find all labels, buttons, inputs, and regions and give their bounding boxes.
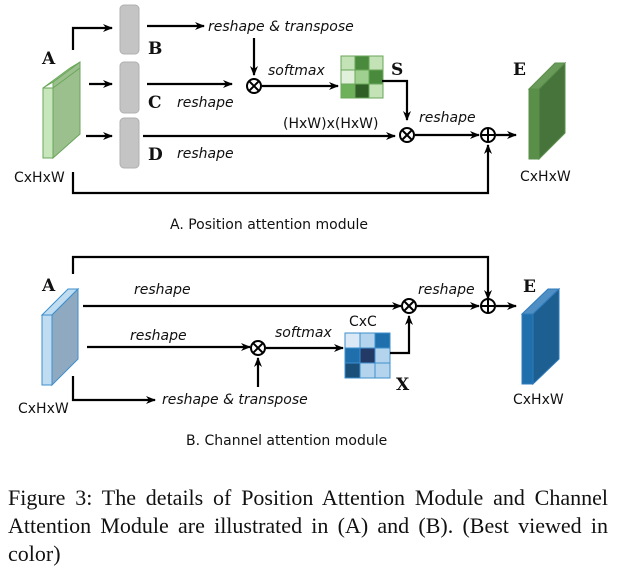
pam-skip-connection	[71, 144, 492, 195]
conv-d-bar	[119, 117, 140, 169]
pam-reshape-transpose-label: reshape & transpose	[208, 19, 354, 35]
matrix-cell	[344, 362, 361, 379]
cam-skip-connection	[71, 255, 492, 300]
pam-reshape-c-label: reshape	[177, 95, 234, 111]
matrix-cell	[340, 83, 356, 99]
pam-matrix-label: S	[391, 60, 403, 80]
cam-matrix-dims: CxC	[349, 314, 377, 330]
arrow-s-to-mult	[382, 79, 411, 121]
pam-attention-matrix	[340, 55, 384, 99]
cam-output-block	[520, 287, 561, 386]
matrix-cell	[340, 55, 356, 71]
matrix-cell	[368, 83, 384, 99]
branch-c-label: C	[148, 93, 162, 113]
cam-output-label: E	[523, 277, 536, 297]
pam-matmul-2-icon	[399, 127, 415, 143]
branch-b-label: B	[148, 39, 162, 59]
pam-reshape-out-label: reshape	[419, 110, 476, 126]
pam-add-icon	[480, 127, 496, 143]
cam-reshape-out-label: reshape	[418, 282, 475, 298]
arrow-a-to-b	[71, 24, 113, 50]
pam-input-dims: CxHxW	[14, 170, 65, 186]
matrix-cell	[359, 347, 376, 364]
pam-softmax-label: softmax	[268, 63, 325, 79]
figure-caption: Figure 3: The details of Position Attent…	[8, 485, 608, 566]
matrix-cell	[359, 332, 376, 349]
matrix-cell	[354, 83, 370, 99]
matrix-cell	[374, 347, 391, 364]
matrix-cell	[354, 55, 370, 71]
matrix-cell	[344, 347, 361, 364]
cam-reshape-top-label: reshape	[134, 282, 191, 298]
cam-matrix-label: X	[396, 375, 410, 395]
cam-matmul-2-icon	[401, 298, 417, 314]
cam-reshape-mid-label: reshape	[130, 328, 187, 344]
pam-title: A. Position attention module	[170, 217, 368, 233]
cam-attention-matrix	[344, 332, 391, 379]
cam-input-dims: CxHxW	[18, 401, 69, 417]
pam-output-dims: CxHxW	[520, 169, 571, 185]
cam-matmul-1-icon	[250, 340, 266, 356]
pam-output-block	[527, 61, 567, 161]
matrix-cell	[374, 362, 391, 379]
pam-output-label: E	[513, 60, 526, 80]
matrix-cell	[368, 69, 384, 85]
conv-b-bar	[119, 4, 140, 55]
matrix-cell	[374, 332, 391, 349]
pam-matmul-1-icon	[246, 78, 262, 94]
conv-c-bar	[119, 61, 140, 114]
cam-input-label: A	[41, 276, 56, 296]
cam-input-block	[40, 287, 80, 387]
cam-output-dims: CxHxW	[513, 392, 564, 408]
branch-d-label: D	[148, 145, 163, 165]
pam-reshape-d-label: reshape	[177, 146, 234, 162]
pam-input-block	[42, 61, 81, 160]
cam-title: B. Channel attention module	[186, 433, 387, 449]
matrix-cell	[340, 69, 356, 85]
cam-softmax-label: softmax	[275, 325, 332, 341]
matrix-cell	[354, 69, 370, 85]
cam-reshape-transpose-label: reshape & transpose	[162, 392, 308, 408]
matrix-cell	[359, 362, 376, 379]
pam-input-label: A	[41, 49, 56, 69]
arrow-a-to-transpose	[71, 376, 156, 404]
cam-add-icon	[480, 298, 496, 314]
pam-matrix-dims: (HxW)x(HxW)	[283, 116, 378, 132]
matrix-cell	[368, 55, 384, 71]
arrow-x-to-mult	[390, 315, 413, 355]
matrix-cell	[344, 332, 361, 349]
